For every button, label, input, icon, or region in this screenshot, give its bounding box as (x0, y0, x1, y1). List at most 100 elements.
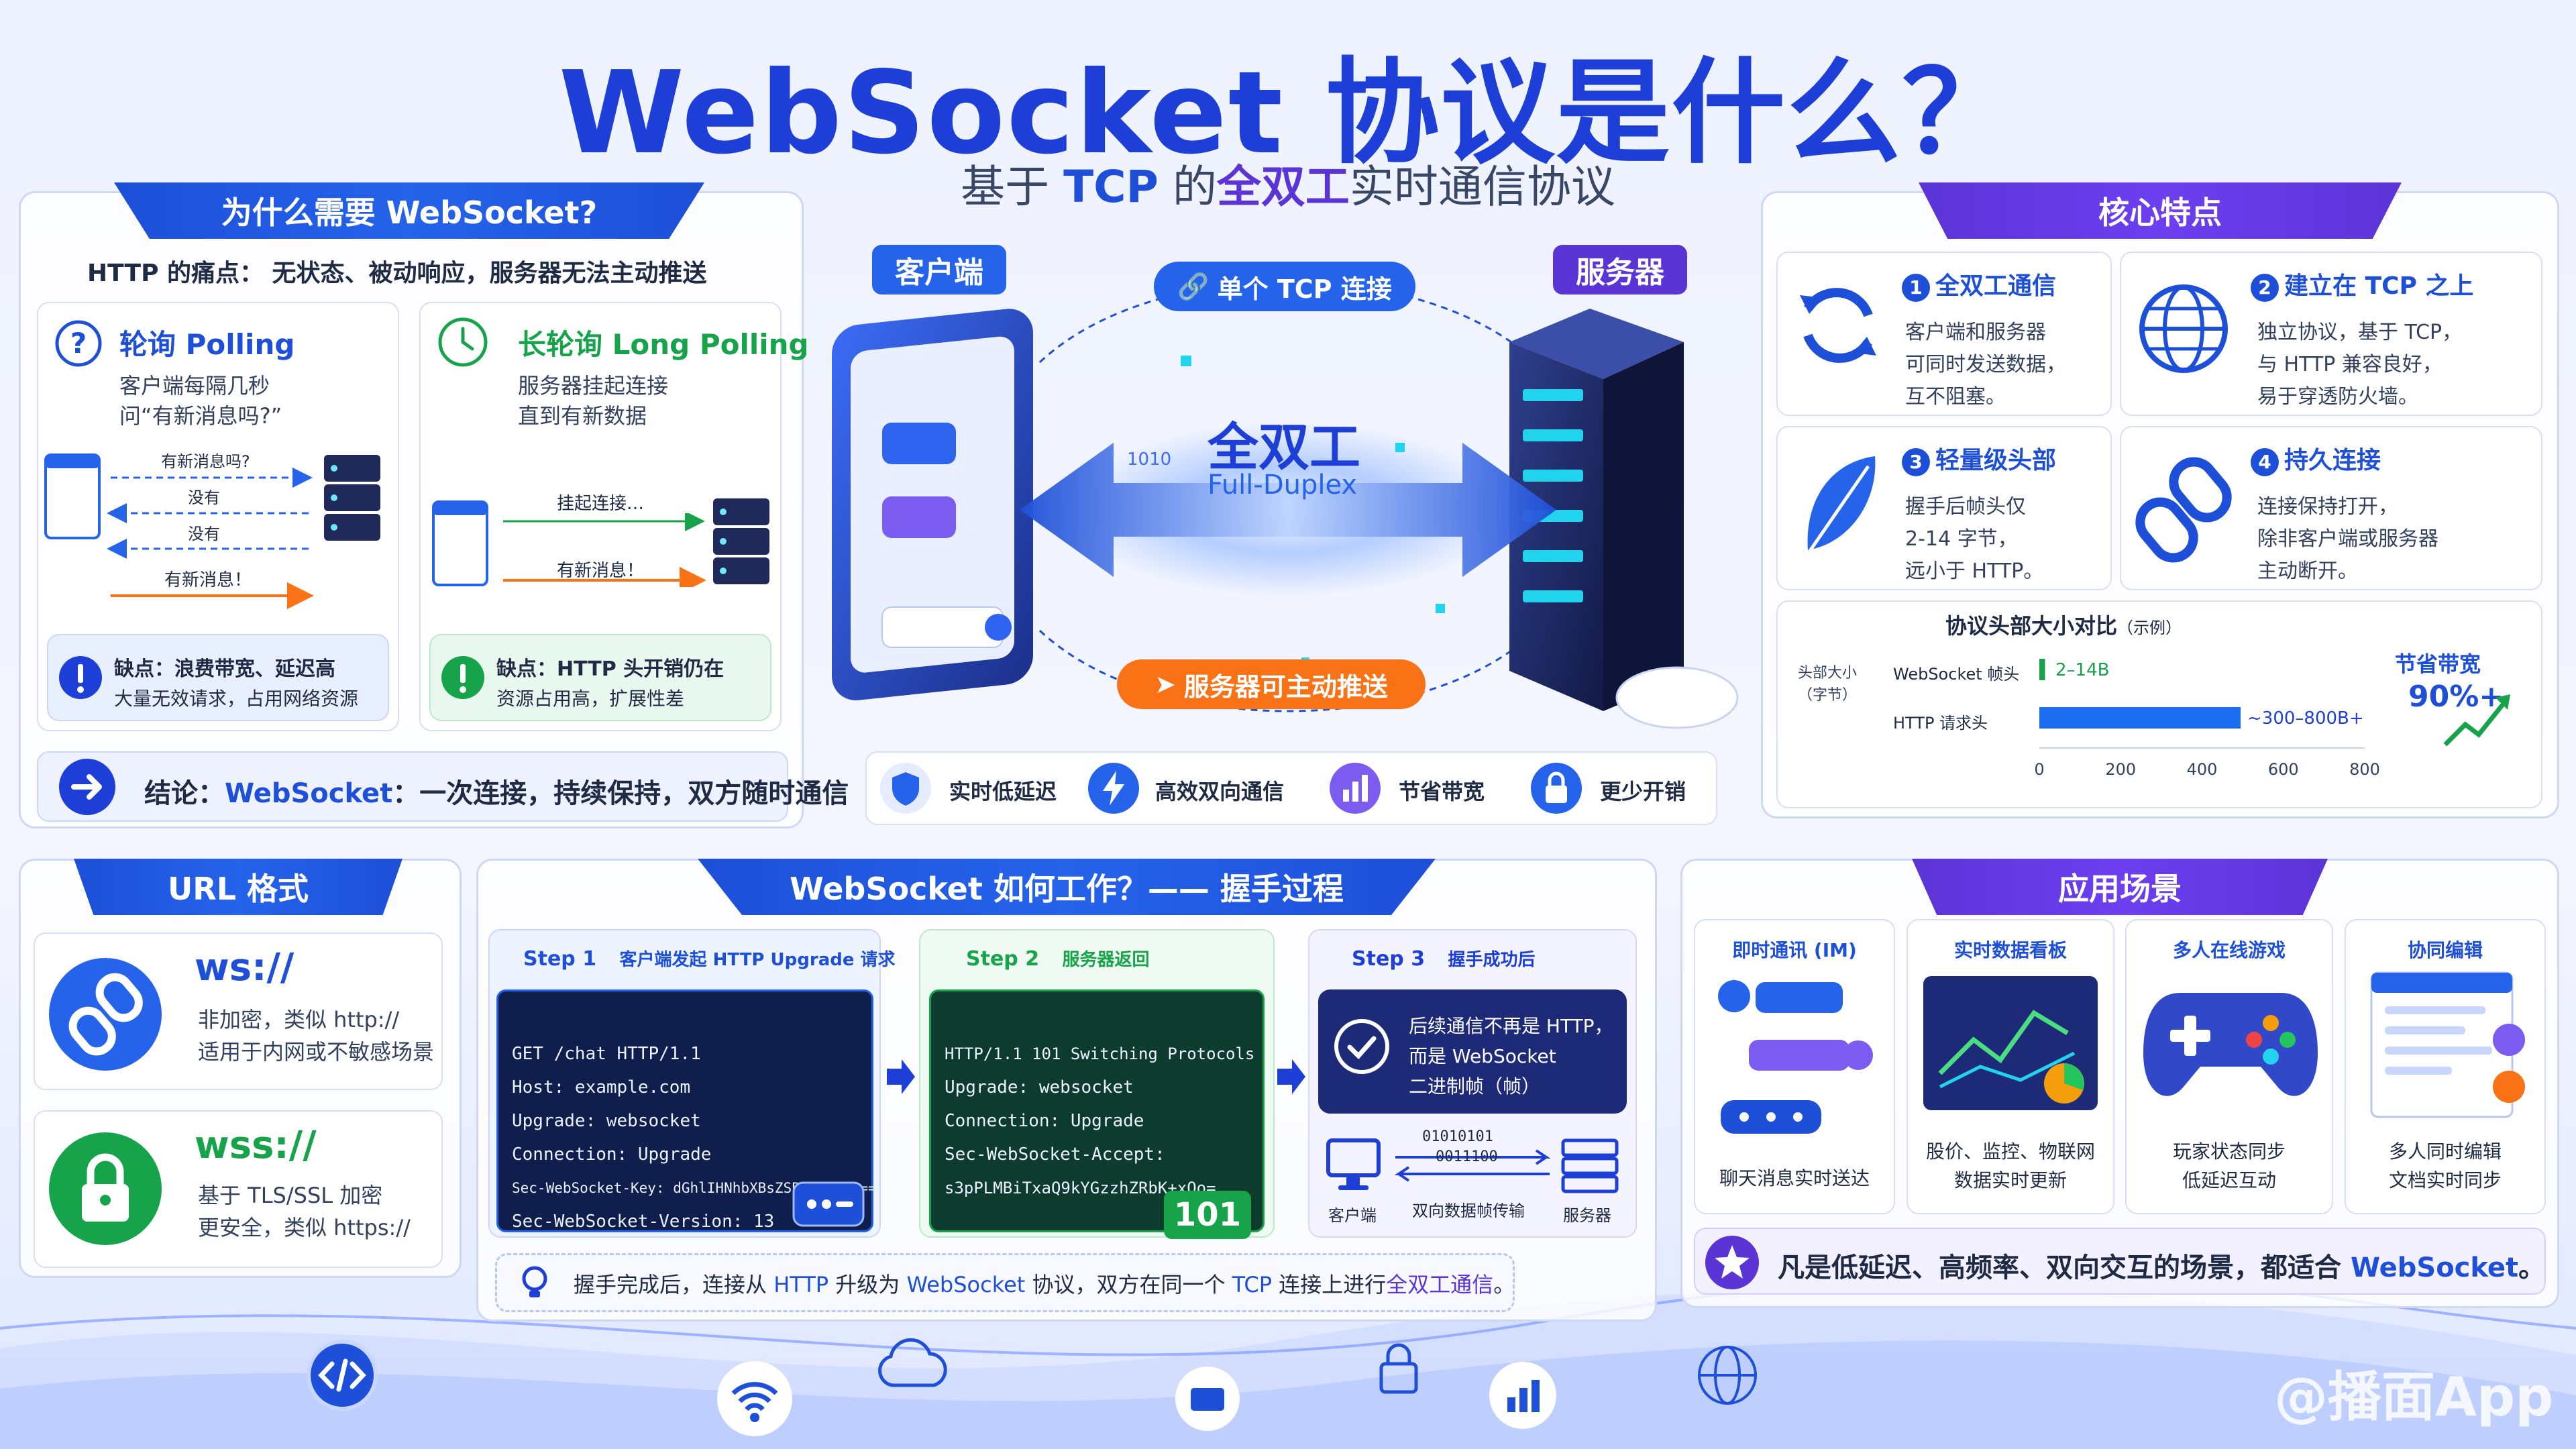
server-rack-icon (713, 498, 769, 584)
tcp-connection-pill: 🔗单个 TCP 连接 (1154, 262, 1415, 311)
core-feature-line: 互不阻塞。 (1905, 385, 2006, 409)
step3-frames-label: 双向数据帧传输 (1412, 1201, 1525, 1220)
globe-icon (1698, 1346, 1757, 1405)
ws-line-2: 适用于内网或不敏感场景 (198, 1039, 435, 1065)
core-feature-title-text: 轻量级头部 (1935, 447, 2057, 474)
svg-text:?: ? (70, 327, 87, 360)
duplex-cn: 全双工 (1208, 417, 1360, 477)
code-line: Upgrade: websocket (945, 1077, 1134, 1097)
comparison-title: 协议头部大小对比（示例） (1945, 609, 2182, 640)
client-phone-illustration (832, 309, 1033, 700)
comparison-bar (2039, 707, 2241, 729)
scenarios-summary-text: 凡是低延迟、高频率、双向交互的场景，都适合 WebSocket。 (1778, 1246, 2545, 1285)
core-feature-line: 远小于 HTTP。 (1905, 559, 2044, 583)
polling-con-desc: 大量无效请求，占用网络资源 (114, 688, 359, 710)
ws-scheme: ws:// (195, 946, 294, 989)
shield-icon (880, 763, 931, 814)
duplex-en: Full-Duplex (1208, 470, 1358, 500)
scenario-desc: 文档实时同步 (2388, 1169, 2502, 1191)
comparison-tick-label: 800 (2349, 760, 2380, 779)
long-polling-con-label: 缺点：HTTP 头开销仍在 (496, 657, 724, 681)
number-badge: 4 (2251, 448, 2279, 476)
client-window-icon (44, 453, 101, 539)
core-feature-line: 握手后帧头仅 (1905, 495, 2026, 519)
server-push-label: 服务器可主动推送 (1183, 672, 1388, 702)
client-window-icon (432, 500, 488, 586)
scenario-desc: 低延迟互动 (2182, 1169, 2276, 1191)
code-line: Upgrade: websocket (512, 1111, 701, 1131)
number-badge: 3 (1902, 448, 1930, 476)
code-line: Sec-WebSocket-Version: 13 (512, 1212, 775, 1232)
cloud-icon (878, 1338, 947, 1387)
scenarios-summary (1694, 1228, 2546, 1295)
step1-header: Step 1 客户端发起 HTTP Upgrade 请求 (523, 946, 896, 971)
duplex-diagram (832, 280, 1739, 729)
mail-icon (1175, 1366, 1240, 1431)
note-ws: WebSocket (906, 1272, 1026, 1297)
lock-icon (1531, 763, 1582, 814)
step3-header: Step 3 握手成功后 (1352, 946, 1536, 971)
feature-label: 更少开销 (1600, 779, 1686, 804)
core-feature-line: 易于穿透防火墙。 (2257, 385, 2418, 409)
comparison-ylabel-1: 头部大小 (1798, 665, 1858, 682)
core-features-ribbon: 核心特点 (1919, 182, 2402, 239)
polling-desc-2: 问“有新消息吗?” (119, 403, 282, 429)
number-badge: 1 (1902, 274, 1930, 302)
conclusion-ws: WebSocket (225, 778, 393, 809)
step3-msg-2: 而是 WebSocket (1409, 1045, 1556, 1067)
comparison-tick-label: 600 (2268, 760, 2299, 779)
subtitle-suffix: 实时通信协议 (1349, 161, 1615, 213)
why-websocket-ribbon: 为什么需要 WebSocket? (114, 182, 704, 239)
long-polling-arrows (503, 513, 706, 587)
url-format-ribbon: URL 格式 (74, 859, 402, 915)
document-edit-icon (2370, 971, 2525, 1118)
polling-msg-3: 没有 (188, 525, 220, 543)
long-polling-desc-2: 直到有新数据 (518, 403, 647, 429)
conclusion-prefix: 结论： (144, 778, 225, 809)
core-feature-line: 与 HTTP 兼容良好， (2257, 353, 2443, 376)
server-push-pill: ➤服务器可主动推送 (1117, 659, 1426, 709)
core-feature-line: 2-14 字节， (1905, 527, 2018, 551)
core-feature-line: 客户端和服务器 (1905, 321, 2046, 344)
client-label: 客户端 (872, 245, 1006, 294)
core-feature-line: 连接保持打开， (2257, 495, 2398, 519)
polling-title: 轮询 Polling (119, 328, 295, 361)
http-pain-text: HTTP 的痛点： 无状态、被动响应，服务器无法主动推送 (87, 260, 707, 287)
wss-line-2: 更安全，类似 https:// (198, 1215, 411, 1240)
note-mid3: 连接上进行 (1279, 1272, 1387, 1297)
step1-desc: 客户端发起 HTTP Upgrade 请求 (619, 950, 896, 970)
comparison-tick-label: 400 (2187, 760, 2218, 779)
question-icon: ? (55, 320, 102, 367)
watermark: @播面App (2274, 1366, 2554, 1428)
step3-bits-2: 0011100 (1436, 1148, 1498, 1165)
comparison-title-note: （示例） (2117, 619, 2182, 637)
feature-label: 实时低延迟 (949, 779, 1057, 804)
scenario-desc: 聊天消息实时送达 (1719, 1167, 1870, 1189)
note-full: 全双工通信 (1386, 1272, 1494, 1297)
warning-icon (59, 656, 102, 699)
summary-prefix: 凡是低延迟、高频率、双向交互的场景，都适合 (1778, 1252, 2341, 1283)
polling-con-label: 缺点：浪费带宽、延迟高 (114, 657, 335, 681)
long-polling-con-box (429, 634, 771, 721)
polling-desc-1: 客户端每隔几秒 (119, 373, 270, 398)
conclusion-suffix: ：一次连接，持续保持，双方随时通信 (392, 778, 849, 809)
header-size-comparison (1776, 600, 2542, 808)
core-feature-card-1 (1776, 252, 2112, 416)
page-subtitle: 基于 TCP 的全双工实时通信协议 (0, 151, 2576, 215)
subtitle-full: 全双工 (1216, 161, 1350, 213)
comparison-tick-label: 200 (2105, 760, 2136, 779)
polling-msg-1: 有新消息吗? (161, 452, 250, 471)
http-bar-label: HTTP 请求头 (1893, 714, 1988, 733)
game-controller-icon (2143, 993, 2318, 1096)
code-icon (307, 1340, 378, 1411)
long-polling-msg-2: 有新消息！ (557, 561, 645, 581)
core-feature-title-text: 全双工通信 (1935, 272, 2057, 300)
server-rack-icon (324, 455, 380, 541)
conclusion-text: 结论：WebSocket：一次连接，持续保持，双方随时通信 (144, 771, 849, 810)
step3-client-label: 客户端 (1328, 1206, 1377, 1225)
comparison-tick-label: 0 (2034, 760, 2044, 779)
step3-desc: 握手成功后 (1448, 950, 1536, 970)
save-bandwidth-label: 节省带宽 (2395, 651, 2481, 677)
step2-header: Step 2 服务器返回 (966, 946, 1150, 971)
